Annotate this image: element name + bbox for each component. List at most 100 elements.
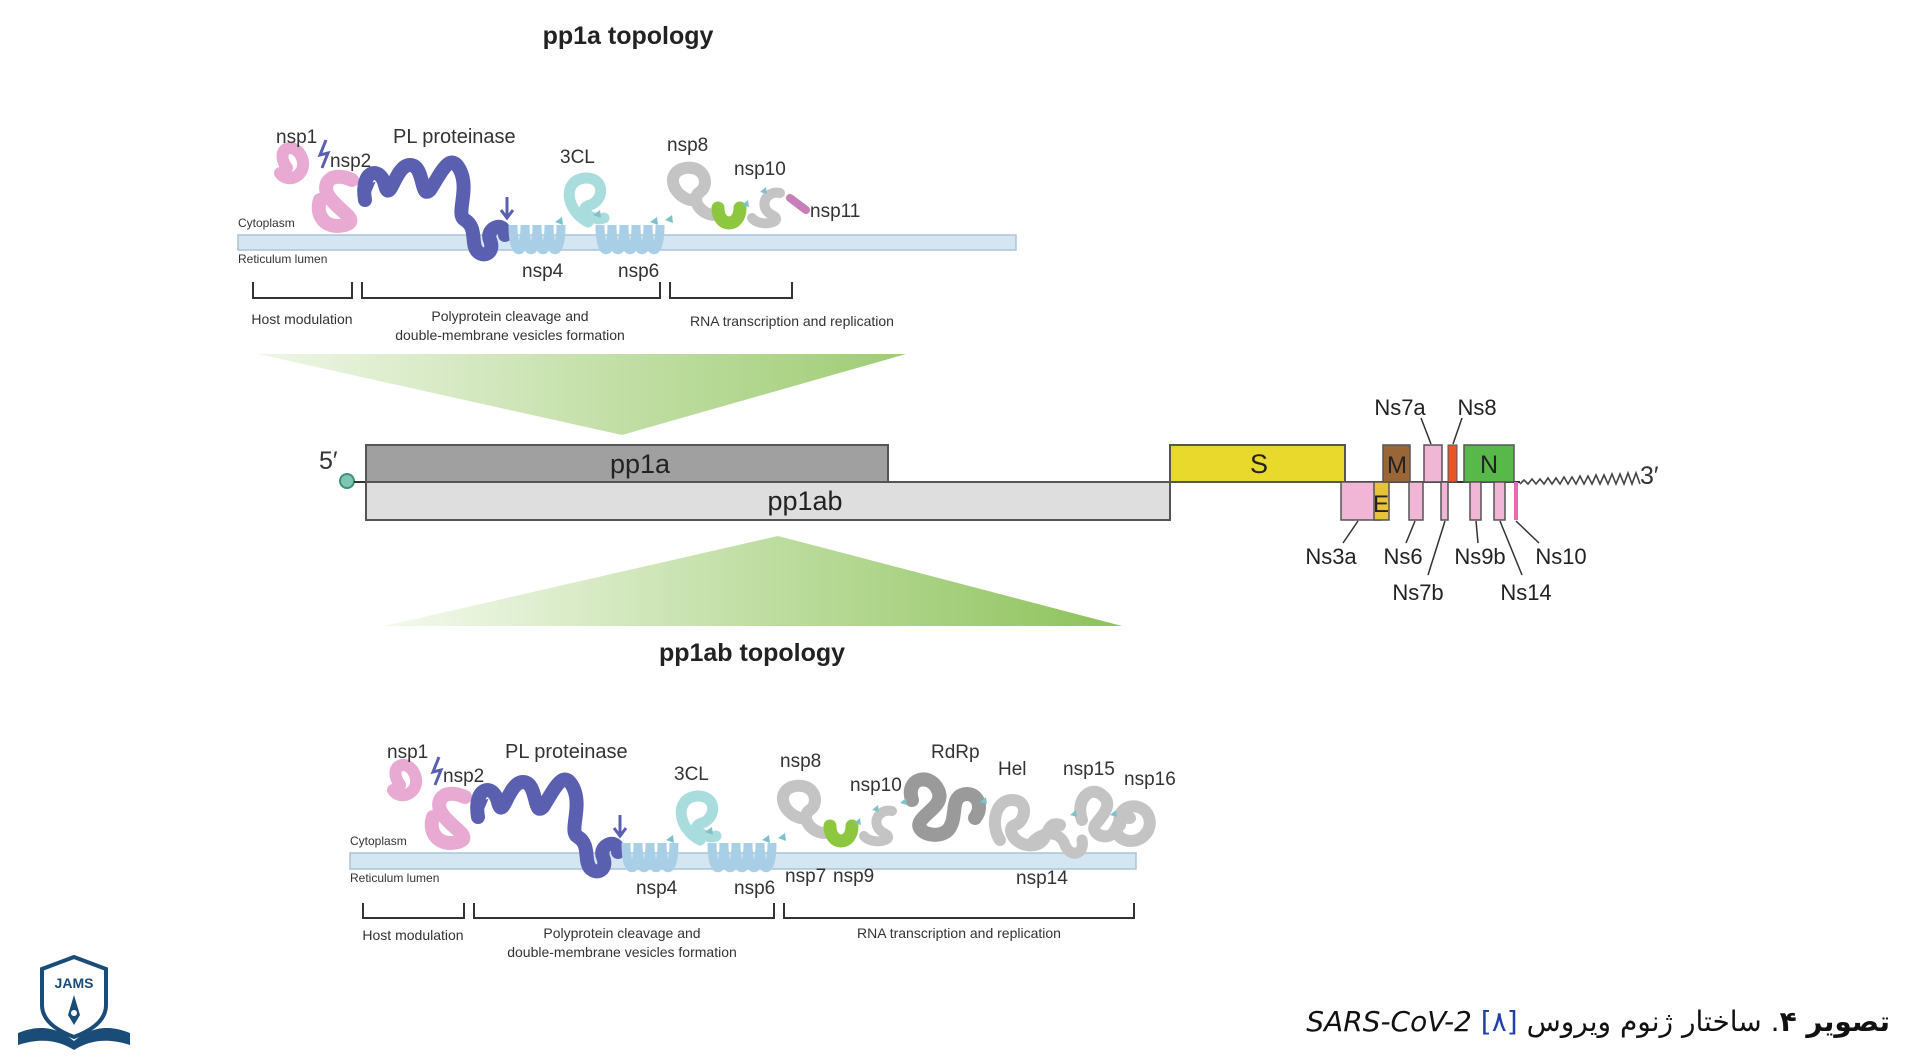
ns14-label: Ns14: [1500, 580, 1551, 605]
hel-label: Hel: [998, 759, 1027, 780]
ns14-leader: [1499, 520, 1523, 576]
logo-dot-icon: [71, 1010, 77, 1016]
reticulum-lumen-label: Reticulum lumen: [350, 871, 439, 885]
cytoplasm-label: Cytoplasm: [238, 216, 295, 230]
rna-replication-label: RNA transcription and replication: [857, 925, 1061, 941]
ns8-label: Ns8: [1457, 395, 1496, 420]
nsp2-label: nsp2: [443, 766, 484, 787]
caption-figure-label: تصویر ۴: [1779, 1005, 1890, 1038]
ns7b-gene: [1440, 481, 1449, 521]
nsp10-label: nsp10: [850, 775, 902, 796]
nsp2-label: nsp2: [330, 151, 371, 172]
ns7a-leader: [1420, 417, 1432, 445]
rdrp-protein: [903, 772, 986, 842]
pp1a-topology-title: pp1a topology: [543, 22, 714, 50]
caption-reference-link[interactable]: [۸]: [1480, 1005, 1518, 1038]
nsp9-protein: [711, 201, 747, 230]
nsp7-label: nsp7: [785, 866, 826, 887]
nsp4-label: nsp4: [636, 878, 678, 899]
3cl-label: 3CL: [674, 764, 709, 785]
caption-text: . ساختار ژنوم ویروس: [1517, 1005, 1780, 1038]
ns8-gene: [1447, 444, 1458, 483]
host-modulation-bracket: [252, 282, 353, 299]
rna-replication-bracket: [669, 282, 793, 299]
rdrp-label: RdRp: [931, 742, 980, 763]
ns10-leader: [1515, 520, 1540, 544]
nsp6-label: nsp6: [734, 878, 775, 899]
polyprotein-label-line1: Polyprotein cleavage and: [543, 925, 700, 941]
logo-text: JAMS: [55, 975, 94, 991]
m-label: M: [1387, 452, 1407, 479]
pp1a-topology-panel: pp1a topology Cytoplasm Reticulum lumen …: [237, 22, 1017, 343]
nsp4-label: nsp4: [522, 261, 564, 282]
e-label: E: [1373, 491, 1389, 518]
jams-journal-logo: JAMS: [18, 955, 130, 1050]
rna-replication-label: RNA transcription and replication: [690, 313, 894, 329]
cleavage-arrow-icon: [475, 788, 489, 816]
3cl-label: 3CL: [560, 147, 595, 168]
ns8-leader: [1452, 417, 1463, 445]
five-prime-label: 5′: [319, 447, 338, 475]
rna-replication-bracket: [783, 903, 1135, 919]
ns9b-gene: [1469, 481, 1482, 521]
nsp2-protein: [311, 169, 359, 233]
pp1ab-label: pp1ab: [767, 486, 842, 516]
cleavage-arrow-icon: [430, 756, 444, 786]
nsp10-protein: [859, 805, 897, 847]
nsp14-protein: [1024, 828, 1088, 859]
nsp16-label: nsp16: [1124, 769, 1176, 790]
nsp11-label: nsp11: [810, 201, 860, 222]
nsp10-label: nsp10: [734, 159, 786, 180]
figure-caption: تصویر ۴. ساختار ژنوم ویروس SARS-CoV-2 [۸…: [1306, 1005, 1890, 1049]
pp1ab-bar: [365, 481, 1171, 521]
poly-a-tail: [1519, 470, 1641, 487]
3cl-protein: [563, 172, 610, 228]
nsp8-label: nsp8: [667, 135, 708, 156]
m-gene: [1382, 444, 1411, 483]
n-label: N: [1480, 451, 1498, 479]
nsp8-protein: [667, 161, 721, 221]
nsp6-protein: [595, 224, 665, 254]
ns10-gene: [1514, 482, 1518, 520]
nsp1-protein: [274, 142, 310, 185]
nsp2-protein: [424, 786, 472, 850]
pl-proteinase-protein: [470, 772, 625, 879]
nsp8-protein: [777, 779, 831, 839]
host-modulation-label: Host modulation: [251, 311, 352, 327]
ns7b-label: Ns7b: [1392, 580, 1443, 605]
host-modulation-bracket: [362, 903, 465, 919]
ns3a-label: Ns3a: [1305, 544, 1357, 569]
nsp1-label: nsp1: [387, 742, 428, 763]
nsp15-label: nsp15: [1063, 759, 1115, 780]
nsp6-label: nsp6: [618, 261, 659, 282]
pl-proteinase-label: PL proteinase: [505, 741, 628, 763]
e-gene: [1373, 481, 1390, 521]
nsp16-protein: [1110, 800, 1156, 847]
ns7b-leader: [1427, 520, 1446, 576]
polyprotein-bracket: [361, 282, 661, 299]
nsp9-label: nsp9: [833, 866, 874, 887]
polyprotein-label-line2: double-membrane vesicles formation: [395, 327, 625, 343]
ns6-label: Ns6: [1383, 544, 1422, 569]
nsp11-protein: [786, 194, 810, 214]
cleavage-arrow-icon: [499, 197, 515, 221]
nsp15-protein: [1074, 785, 1121, 843]
three-prime-label: 3′: [1640, 462, 1659, 490]
cleavage-arrow-icon: [362, 171, 376, 199]
pp1ab-zoom-funnel: [384, 536, 1122, 626]
nsp4-protein: [621, 842, 679, 872]
pp1ab-topology-title: pp1ab topology: [659, 639, 845, 667]
ns14-gene: [1493, 481, 1506, 521]
pl-proteinase-label: PL proteinase: [393, 126, 516, 148]
nsp10-protein: [747, 187, 785, 229]
cleavage-arrow-icon: [612, 815, 628, 839]
3cl-protein: [675, 790, 722, 846]
pl-proteinase-protein: [357, 155, 512, 262]
nsp6-protein: [707, 842, 777, 872]
ns3a-leader: [1342, 520, 1359, 544]
ns10-label: Ns10: [1535, 544, 1586, 569]
polyprotein-label-line2: double-membrane vesicles formation: [507, 944, 737, 960]
genome-map: 5′ pp1a pp1ab S E M N 3′ Ns7a Ns8: [319, 395, 1659, 605]
ns6-leader: [1405, 520, 1416, 544]
